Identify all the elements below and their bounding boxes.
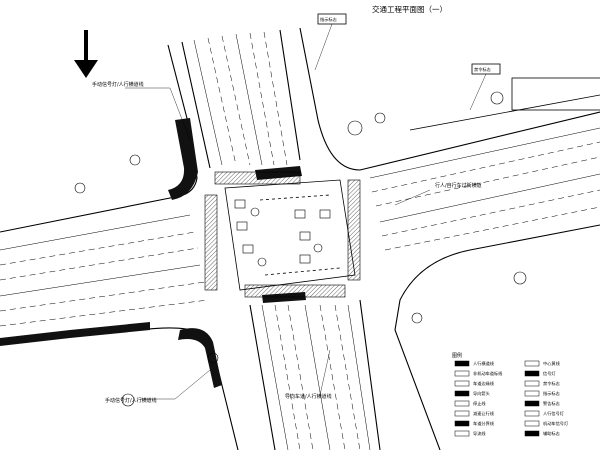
legend-symbol [454, 390, 470, 397]
legend-item-label: 停止线 [473, 400, 486, 407]
legend-item-label: 导流线 [473, 430, 486, 437]
north-approach-lanes [193, 31, 288, 166]
legend-item-label: 人行横道线 [473, 360, 495, 367]
legend-symbol [454, 380, 470, 387]
building [409, 77, 600, 131]
legend-symbol [454, 410, 470, 417]
drawing-title: 交通工程平面图（一） [372, 4, 447, 14]
callout-box-1-label: 指示标志 [320, 16, 337, 23]
callout-box-2-label: 禁令标志 [474, 66, 491, 73]
legend-symbol [524, 360, 540, 367]
legend-symbol [524, 410, 540, 417]
legend-symbol [454, 370, 470, 377]
legend-item-label: 车道分界线 [473, 420, 495, 427]
legend-item-label: 信号灯 [543, 370, 556, 377]
curb-strips [0, 118, 306, 388]
crosswalks [204, 171, 361, 298]
north-arrow-icon [74, 30, 98, 78]
callout-leaders [125, 23, 487, 400]
south-approach-lanes [261, 304, 371, 450]
legend-item-label: 车道边缘线 [473, 380, 495, 387]
legend-heading: 图例 [452, 352, 462, 359]
legend-symbol [524, 390, 540, 397]
legend-symbol [454, 430, 470, 437]
legend-symbol [454, 420, 470, 427]
callout-top-left: 手动信号灯/人行横道线 [92, 81, 144, 88]
legend-symbol [524, 420, 540, 427]
legend-symbol [454, 360, 470, 367]
legend-symbol [524, 380, 540, 387]
legend-item-label: 中心黄线 [543, 360, 561, 367]
legend-symbol [524, 400, 540, 407]
legend-item-label: 禁令标志 [543, 380, 560, 387]
legend-item-label: 减速让行线 [473, 410, 495, 417]
legend-symbol [524, 430, 540, 437]
east-approach-lanes [369, 127, 600, 251]
legend-item-label: 非机动车道标线 [473, 370, 503, 377]
legend-item-label: 警告标志 [543, 400, 560, 407]
callout-right-mid: 行人/自行车过街横道 [435, 182, 482, 189]
legend: 图例 人行横道线非机动车道标线车道边缘线导向箭头停止线减速让行线车道分界线导流线… [452, 352, 569, 437]
legend-item-label: 辅助标志 [543, 430, 560, 437]
intersection-signs [234, 199, 331, 267]
legend-symbol [454, 400, 470, 407]
legend-item-label: 机动车信号灯 [543, 420, 569, 427]
legend-item-label: 导向箭头 [473, 390, 490, 397]
intersection-area [224, 179, 356, 291]
legend-item-label: 人行信号灯 [543, 410, 565, 417]
legend-item-label: 指示标志 [543, 390, 560, 397]
legend-symbol [524, 370, 540, 377]
trees [74, 91, 527, 407]
callout-bottom-left: 手动信号灯/人行横道线 [105, 397, 157, 404]
callout-bottom-center: 导向车道/人行横道线 [285, 393, 332, 400]
west-approach-lanes [0, 214, 209, 327]
